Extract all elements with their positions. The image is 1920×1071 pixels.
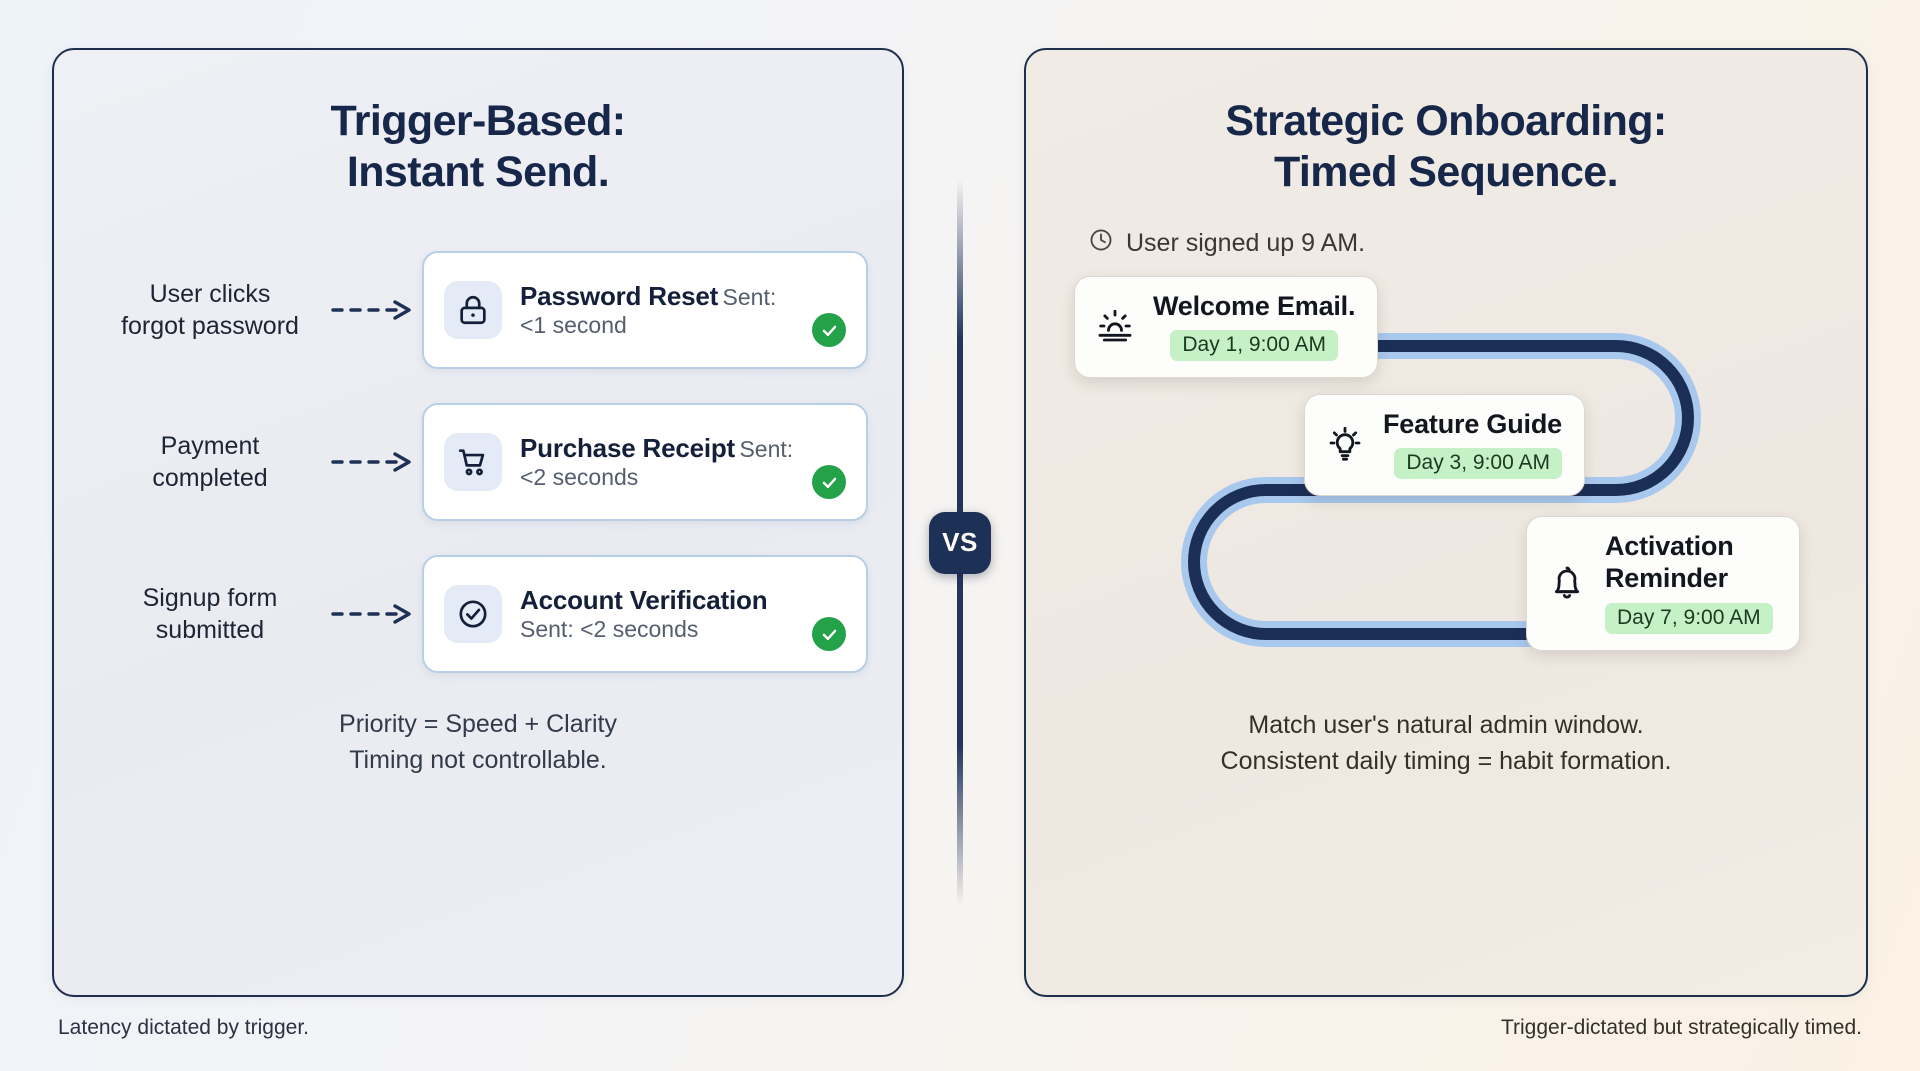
sequence-step-body: Welcome Email. Day 1, 9:00 AM (1153, 291, 1356, 362)
left-title-line1: Trigger-Based: (330, 97, 626, 145)
trigger-row: User clicks forgot password (94, 251, 868, 370)
clock-icon (1088, 227, 1114, 260)
sunrise-icon (1093, 306, 1137, 346)
sequence-step-chip: Day 3, 9:00 AM (1394, 448, 1562, 480)
email-card-subtitle: Sent: <2 seconds (520, 616, 699, 643)
right-panel-title: Strategic Onboarding: Timed Sequence. (1026, 50, 1866, 197)
panel-divider: VS (929, 180, 991, 905)
sequence-step-chip: Day 7, 9:00 AM (1605, 603, 1773, 635)
right-footnote: Match user's natural admin window. Consi… (1026, 708, 1866, 779)
caption-right: Trigger-dictated but strategically timed… (1500, 1016, 1862, 1039)
trigger-label: Signup form submitted (94, 582, 326, 647)
left-panel: Trigger-Based: Instant Send. User clicks… (52, 48, 904, 997)
check-circle-icon (444, 585, 502, 644)
lightbulb-icon (1323, 424, 1367, 464)
dashed-arrow-icon (326, 450, 422, 474)
trigger-label-line2: forgot password (121, 312, 299, 341)
trigger-label: User clicks forgot password (94, 278, 326, 343)
trigger-label-line1: Payment (160, 431, 260, 460)
panels-container: Trigger-Based: Instant Send. User clicks… (52, 48, 1868, 997)
email-card-title: Password Reset (520, 281, 719, 312)
check-icon (812, 313, 846, 348)
dashed-arrow-icon (326, 602, 422, 626)
email-card-text: Password Reset Sent: <1 second (520, 281, 794, 339)
sequence-step-card[interactable]: Feature Guide Day 3, 9:00 AM (1304, 394, 1585, 497)
left-footnote-line2: Timing not controllable. (349, 745, 607, 774)
sequence-step-card[interactable]: Welcome Email. Day 1, 9:00 AM (1074, 276, 1379, 379)
left-footnote: Priority = Speed + Clarity Timing not co… (54, 707, 902, 778)
left-panel-title: Trigger-Based: Instant Send. (54, 50, 902, 197)
check-icon (812, 465, 846, 500)
trigger-label-line2: submitted (155, 616, 265, 645)
vs-badge: VS (929, 511, 991, 574)
email-card[interactable]: Account Verification Sent: <2 seconds (422, 555, 868, 674)
trigger-rows: User clicks forgot password (54, 251, 902, 674)
sequence-step-title-line1: Activation (1605, 531, 1734, 562)
email-card-title: Account Verification (520, 585, 768, 616)
right-title-line2: Timed Sequence. (1274, 147, 1618, 196)
trigger-label-line1: Signup form (142, 583, 278, 612)
check-icon (812, 617, 846, 652)
email-card-title: Purchase Receipt (520, 433, 736, 464)
caption-left: Latency dictated by trigger. (58, 1016, 309, 1039)
right-footnote-line2: Consistent daily timing = habit formatio… (1220, 746, 1672, 775)
right-panel: Strategic Onboarding: Timed Sequence. Us… (1024, 48, 1868, 997)
email-card[interactable]: Purchase Receipt Sent: <2 seconds (422, 403, 868, 522)
shopping-cart-icon (444, 433, 502, 492)
bell-icon (1545, 563, 1589, 603)
left-footnote-line1: Priority = Speed + Clarity (339, 710, 617, 739)
signup-note-text: User signed up 9 AM. (1126, 229, 1366, 258)
sequence-flow: Welcome Email. Day 1, 9:00 AM (1026, 266, 1866, 696)
lock-icon (444, 281, 502, 340)
email-card[interactable]: Password Reset Sent: <1 second (422, 251, 868, 370)
dashed-arrow-icon (326, 298, 422, 322)
sequence-step-title: Welcome Email. (1153, 291, 1356, 322)
trigger-row: Signup form submitted (94, 555, 868, 674)
trigger-label-line2: completed (152, 464, 268, 493)
sequence-step-title: Activation Reminder (1605, 531, 1734, 595)
sequence-step-chip: Day 1, 9:00 AM (1170, 330, 1338, 362)
right-title-line1: Strategic Onboarding: (1225, 97, 1667, 145)
email-card-subtitle: Sent: <1 second (520, 284, 777, 339)
trigger-row: Payment completed (94, 403, 868, 522)
right-footnote-line1: Match user's natural admin window. (1248, 711, 1644, 740)
sequence-step-card[interactable]: Activation Reminder Day 7, 9:00 AM (1526, 516, 1800, 652)
email-card-text: Purchase Receipt Sent: <2 seconds (520, 433, 794, 491)
email-card-subtitle: Sent: <2 seconds (520, 436, 794, 491)
email-card-text: Account Verification Sent: <2 seconds (520, 585, 794, 643)
trigger-label-line1: User clicks (149, 279, 271, 308)
captions-row: Latency dictated by trigger. Trigger-dic… (0, 997, 1920, 1071)
trigger-label: Payment completed (94, 430, 326, 495)
sequence-step-title-line2: Reminder (1605, 563, 1728, 594)
sequence-step-body: Feature Guide Day 3, 9:00 AM (1383, 409, 1562, 480)
sequence-step-title: Feature Guide (1383, 409, 1562, 440)
left-title-line2: Instant Send. (346, 147, 610, 196)
sequence-step-body: Activation Reminder Day 7, 9:00 AM (1605, 531, 1773, 635)
signup-note: User signed up 9 AM. (1088, 227, 1866, 260)
